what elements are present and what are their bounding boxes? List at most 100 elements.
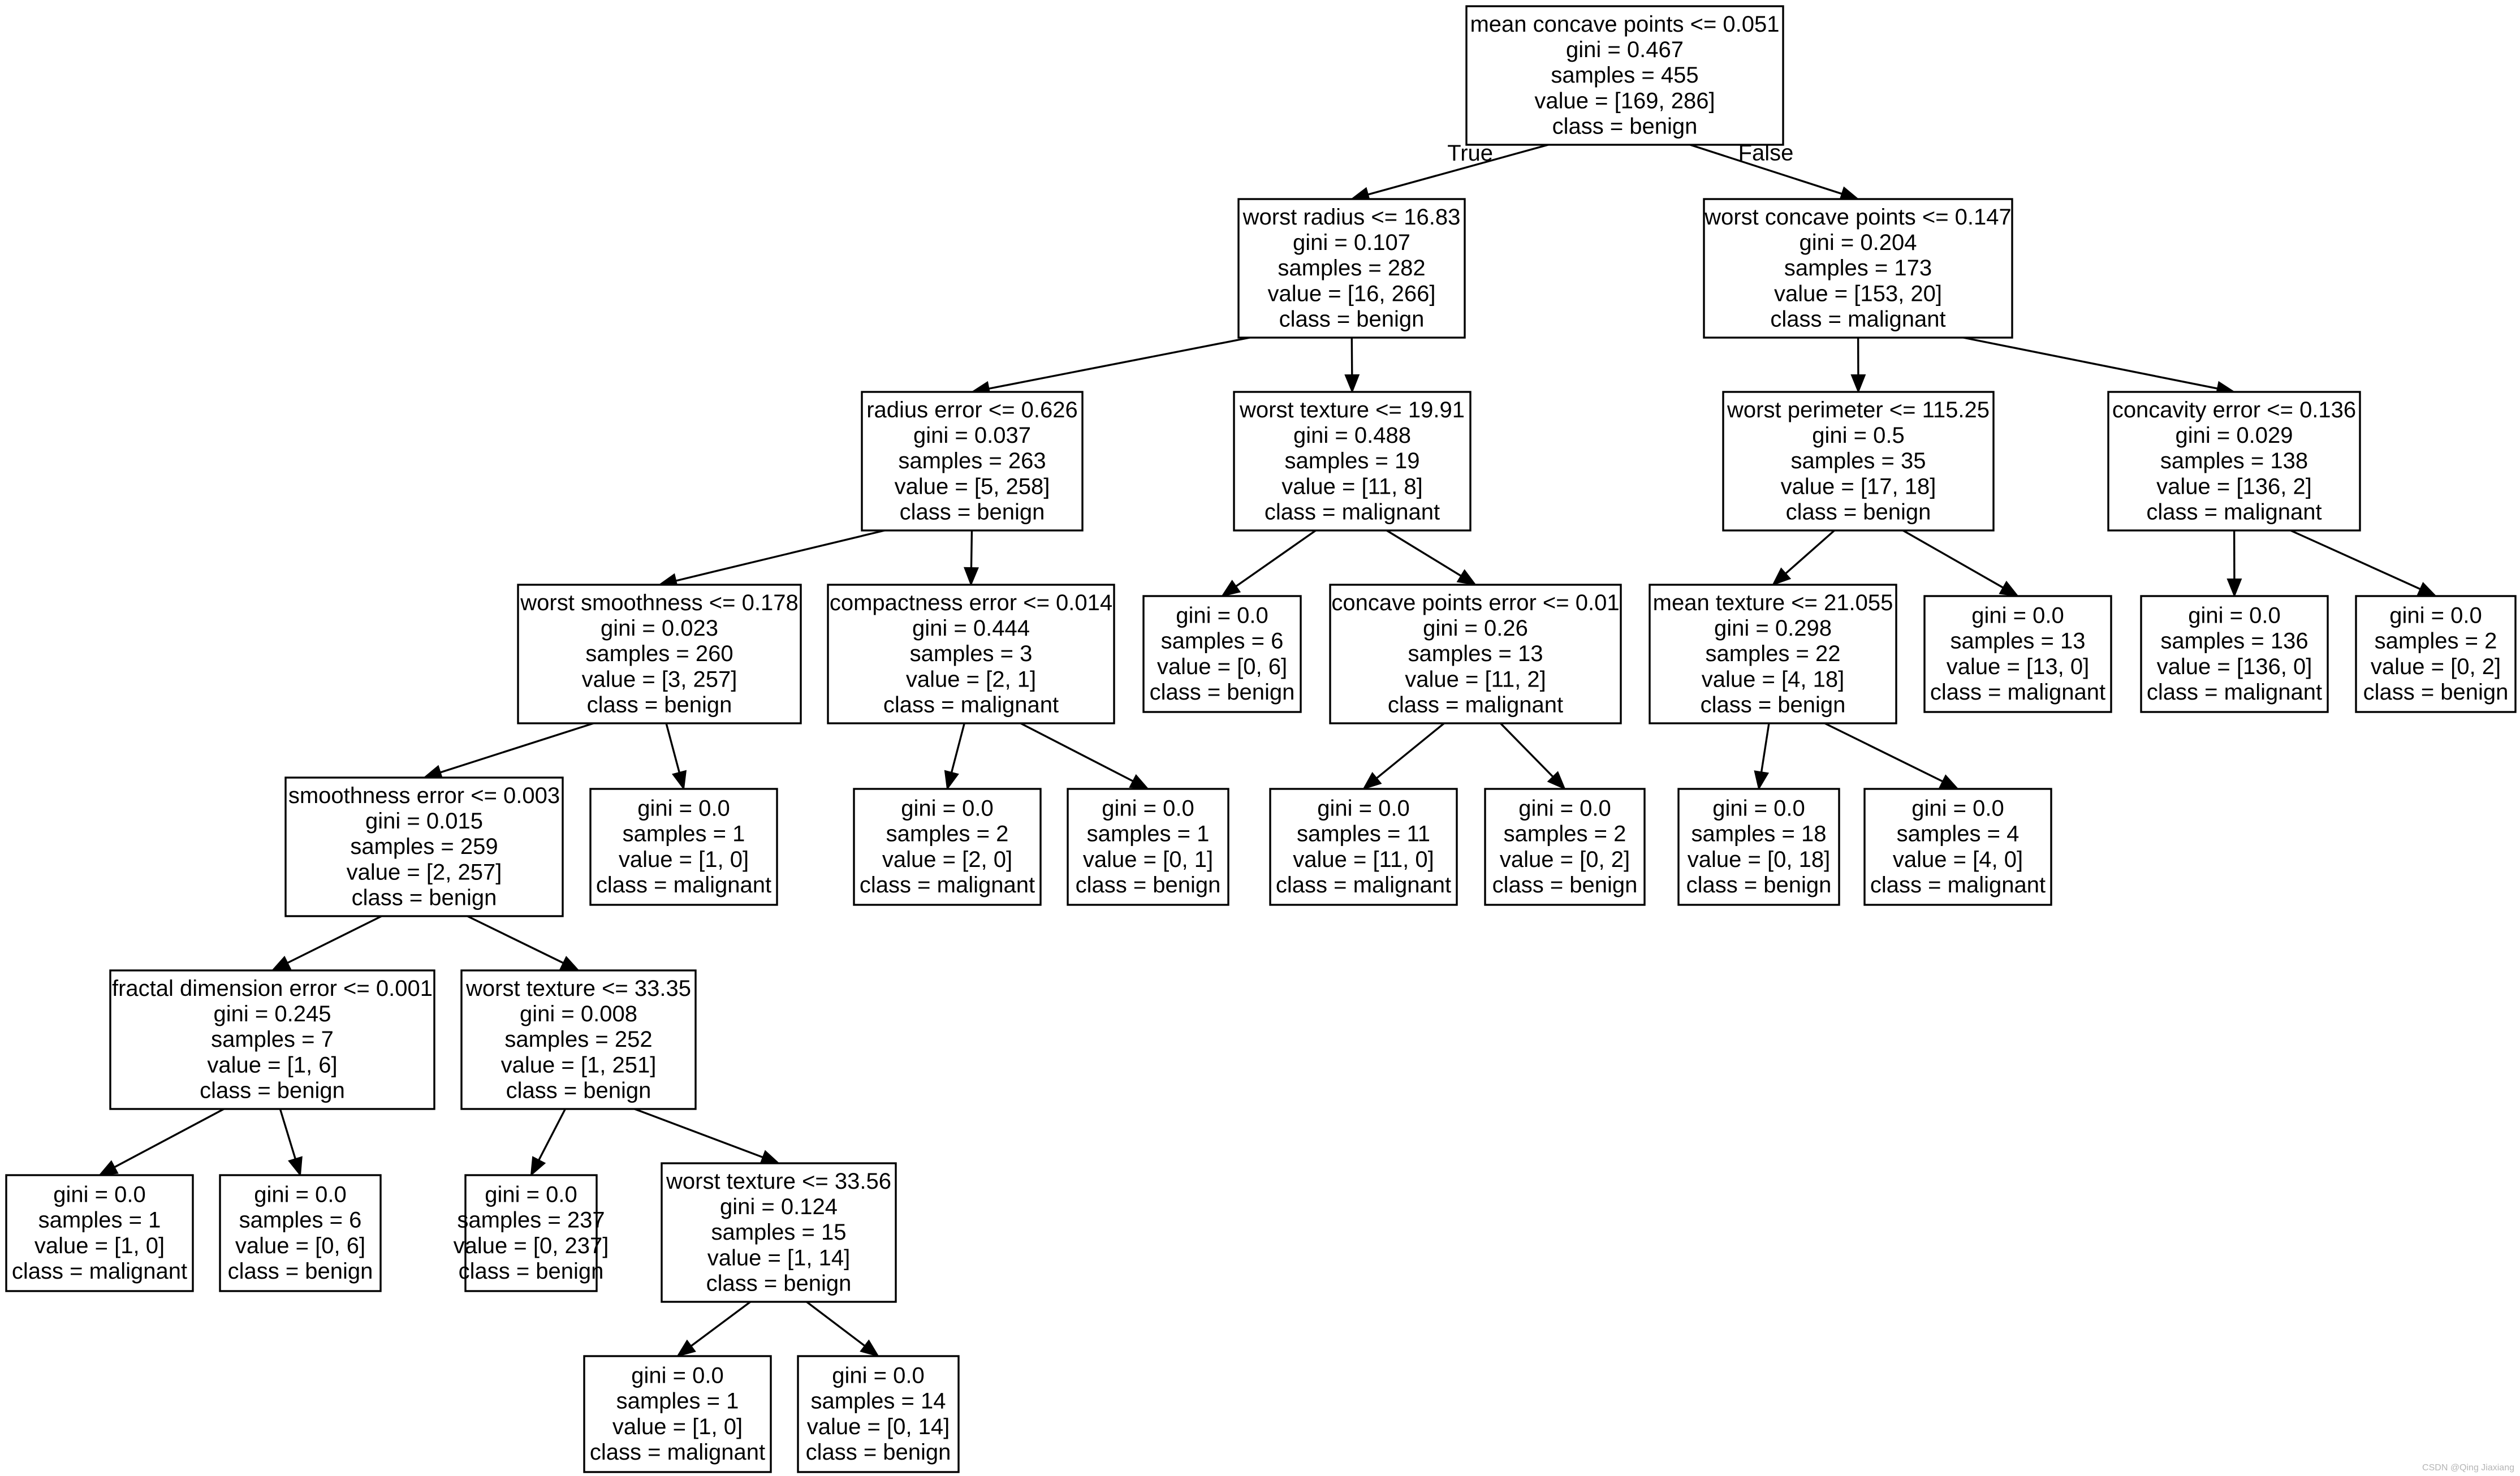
node-stat-line: samples = 2 (886, 822, 1009, 847)
node-stat-line: samples = 13 (1950, 629, 2085, 654)
edge-arrowhead (1220, 580, 1241, 597)
edge-arrowhead (530, 1156, 546, 1177)
edge-arrowhead (1939, 774, 1960, 790)
tree-edge (1020, 722, 1150, 790)
node-stat-line: value = [0, 18] (1688, 847, 1830, 872)
tree-edge (530, 1108, 566, 1177)
node-stat-line: class = benign (1076, 873, 1221, 897)
node-stat-line: samples = 173 (1784, 256, 1932, 280)
node-box (1067, 788, 1229, 906)
node-stat-line: gini = 0.204 (1800, 230, 1917, 255)
node-split-rule: worst texture <= 19.91 (1239, 398, 1465, 422)
node-stat-line: class = benign (1552, 114, 1698, 139)
tree-edge (963, 530, 979, 586)
edge-line (691, 1301, 751, 1347)
edge-line (1760, 723, 1770, 772)
node-split-rule: compactness error <= 0.014 (830, 590, 1112, 615)
node-stat-line: gini = 0.0 (832, 1363, 924, 1388)
edge-arrowhead (559, 956, 580, 972)
node-stat-line: value = [169, 286] (1534, 88, 1715, 113)
node-stat-line: value = [1, 0] (612, 1414, 743, 1439)
node-stat-line: samples = 3 (910, 641, 1033, 666)
node-stat-line: gini = 0.0 (637, 796, 730, 821)
node-box (1233, 391, 1472, 532)
node-stat-line: samples = 35 (1790, 448, 1926, 473)
node-stat-line: value = [1, 6] (207, 1052, 337, 1077)
node-stat-line: class = benign (1492, 873, 1638, 897)
node-box (1484, 788, 1646, 906)
node-stat-line: gini = 0.0 (1102, 796, 1194, 821)
node-box (1923, 595, 2112, 713)
tree-edge (665, 723, 687, 791)
node-box (2355, 595, 2517, 713)
tree-edge (1963, 336, 2236, 396)
node-stat-line: value = [5, 258] (895, 474, 1050, 499)
node-stat-line: class = benign (706, 1271, 852, 1296)
edge-line (114, 1108, 225, 1168)
node-box (1465, 5, 1784, 146)
tree-edge (271, 915, 382, 972)
node-box (5, 1174, 194, 1292)
node-split-rule: worst texture <= 33.35 (465, 976, 691, 1001)
node-stat-line: class = malignant (2147, 680, 2322, 705)
tree-edge (1771, 529, 1835, 586)
node-box (589, 788, 778, 906)
node-stat-line: value = [4, 0] (1893, 847, 2023, 872)
node-stat-line: samples = 2 (2375, 629, 2497, 654)
node-stat-line: class = benign (1686, 873, 1832, 897)
node-stat-line: value = [2, 257] (347, 860, 502, 884)
node-stat-line: class = benign (506, 1078, 651, 1103)
node-stat-line: gini = 0.467 (1566, 37, 1684, 62)
node-box (2140, 595, 2329, 713)
node-stat-line: samples = 1 (38, 1208, 161, 1233)
node-stat-line: samples = 1 (623, 822, 745, 847)
node-stat-line: gini = 0.037 (913, 423, 1031, 448)
node-stat-line: samples = 14 (810, 1389, 946, 1414)
node-stat-line: gini = 0.0 (2389, 603, 2482, 628)
tree-edge (1386, 529, 1477, 586)
node-stat-line: class = benign (806, 1440, 951, 1465)
edge-line (1500, 722, 1554, 778)
node-box (460, 969, 697, 1110)
node-stat-line: class = benign (200, 1078, 345, 1103)
tree-edge (1344, 337, 1360, 394)
node-stat-line: value = [136, 2] (2156, 474, 2312, 499)
node-stat-line: class = malignant (1870, 873, 2046, 897)
edge-arrowhead (1754, 770, 1770, 791)
node-box (1677, 788, 1840, 906)
node-stat-line: samples = 237 (457, 1208, 605, 1233)
tree-edge (2226, 530, 2242, 598)
node-stat-line: class = benign (1786, 500, 1931, 525)
edge-line (538, 1108, 566, 1161)
node-stat-line: gini = 0.0 (485, 1182, 577, 1207)
node-stat-line: samples = 11 (1297, 822, 1430, 847)
edge-arrowhead (1129, 774, 1150, 790)
edge-line (1824, 722, 1943, 783)
node-stat-line: value = [2, 1] (906, 667, 1036, 692)
node-split-rule: worst smoothness <= 0.178 (520, 590, 798, 615)
edge-arrowhead (1547, 771, 1566, 790)
edge-line (1963, 336, 2218, 390)
node-stat-line: gini = 0.0 (1911, 796, 2004, 821)
tree-edge (1754, 723, 1770, 791)
node-stat-line: class = malignant (883, 693, 1059, 718)
node-stat-line: value = [13, 0] (1947, 654, 2089, 679)
tree-edge (279, 1108, 303, 1177)
node-box (109, 969, 435, 1110)
node-box (797, 1355, 960, 1473)
